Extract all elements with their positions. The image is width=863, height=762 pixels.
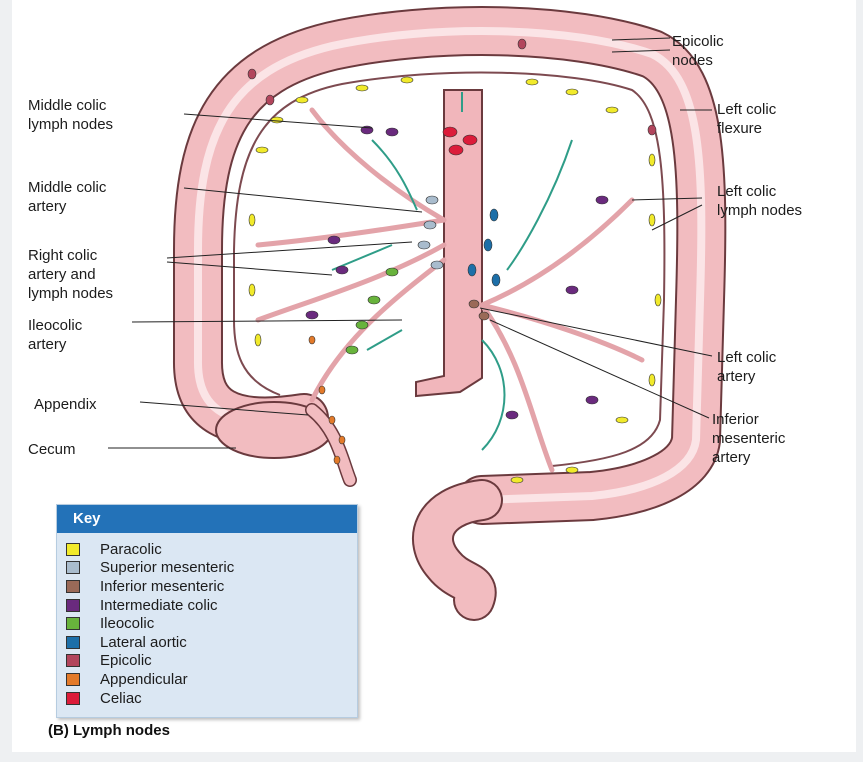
label-epicolic-nodes: Epicolic nodes <box>672 32 724 70</box>
key-item: Paracolic <box>66 540 357 559</box>
key-item-label: Superior mesenteric <box>100 559 234 576</box>
key-swatch <box>66 543 80 556</box>
label-left-colic-flexure: Left colic flexure <box>717 100 776 138</box>
key-item: Intermediate colic <box>66 596 357 615</box>
key-swatch <box>66 673 80 686</box>
key-item: Ileocolic <box>66 614 357 633</box>
label-left-colic-artery: Left colic artery <box>717 348 776 386</box>
label-appendix: Appendix <box>34 395 97 414</box>
key-item: Superior mesenteric <box>66 559 357 578</box>
label-cecum: Cecum <box>28 440 76 459</box>
key-swatch <box>66 561 80 574</box>
key-swatch <box>66 599 80 612</box>
key-swatch <box>66 617 80 630</box>
key-item-label: Inferior mesenteric <box>100 578 224 595</box>
key-title: Key <box>57 505 357 533</box>
figure-caption: (B) Lymph nodes <box>48 722 170 739</box>
key-swatch <box>66 636 80 649</box>
label-middle-colic-artery: Middle colic artery <box>28 178 106 216</box>
label-right-colic-artery-nodes: Right colic artery and lymph nodes <box>28 246 113 303</box>
key-item-label: Epicolic <box>100 652 152 669</box>
figure-panel: Epicolic nodes Middle colic lymph nodes … <box>12 0 856 752</box>
key-item: Inferior mesenteric <box>66 577 357 596</box>
key-item-label: Intermediate colic <box>100 597 218 614</box>
label-ileocolic-artery: Ileocolic artery <box>28 316 82 354</box>
key-item-label: Appendicular <box>100 671 188 688</box>
key-item-label: Ileocolic <box>100 615 154 632</box>
key-item-label: Lateral aortic <box>100 634 187 651</box>
key-swatch <box>66 580 80 593</box>
key-item: Lateral aortic <box>66 633 357 652</box>
key-swatch <box>66 654 80 667</box>
label-left-colic-lymph-nodes: Left colic lymph nodes <box>717 182 802 220</box>
key-item: Celiac <box>66 689 357 708</box>
key-item-label: Paracolic <box>100 541 162 558</box>
key-item: Appendicular <box>66 670 357 689</box>
key-item-label: Celiac <box>100 690 142 707</box>
key-item: Epicolic <box>66 652 357 671</box>
key-swatch <box>66 692 80 705</box>
label-inferior-mesenteric-artery: Inferior mesenteric artery <box>712 410 785 467</box>
label-middle-colic-lymph-nodes: Middle colic lymph nodes <box>28 96 113 134</box>
